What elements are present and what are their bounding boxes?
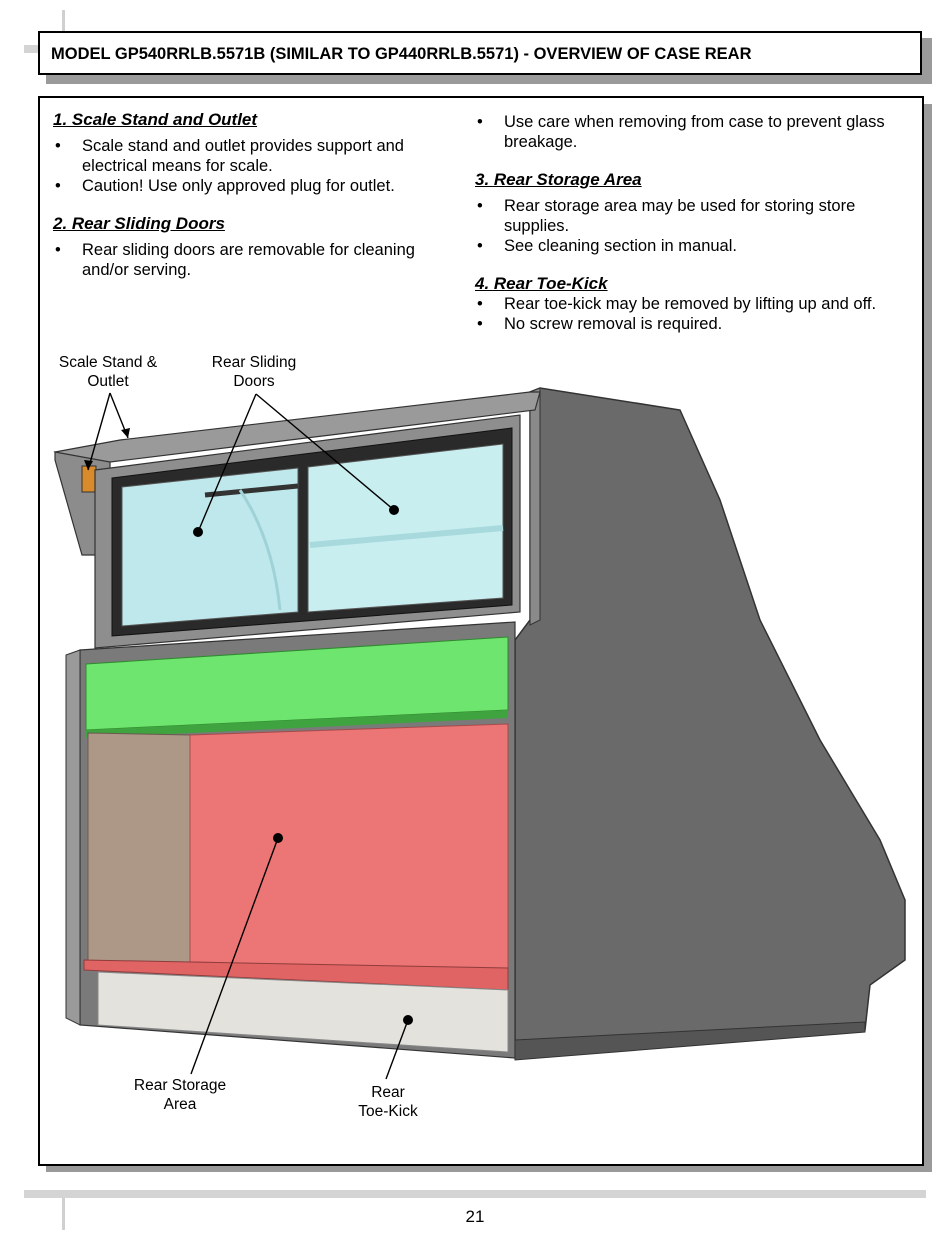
section-scale-stand: 1. Scale Stand and Outlet Scale stand an… bbox=[53, 110, 453, 196]
storage-area-red bbox=[189, 723, 509, 971]
header-rule bbox=[24, 45, 44, 53]
section-storage-area: 3. Rear Storage Area Rear storage area m… bbox=[475, 170, 920, 256]
bullet-item: Rear sliding doors are removable for cle… bbox=[53, 240, 453, 280]
bullet-list: Rear sliding doors are removable for cle… bbox=[53, 240, 453, 280]
leader-door-right bbox=[255, 393, 395, 511]
bullet-list: Rear toe-kick may be removed by lifting … bbox=[475, 294, 920, 334]
bullet-item: Caution! Use only approved plug for outl… bbox=[53, 176, 453, 196]
arrowhead-outlet bbox=[84, 460, 93, 470]
leader-toe-kick bbox=[385, 1019, 409, 1080]
storage-side-panel bbox=[87, 732, 191, 969]
leader-storage bbox=[190, 837, 279, 1075]
text-column-left: 1. Scale Stand and Outlet Scale stand an… bbox=[53, 110, 453, 280]
bullet-item: No screw removal is required. bbox=[475, 314, 920, 334]
section-heading: 2. Rear Sliding Doors bbox=[53, 214, 225, 233]
section-heading: 4. Rear Toe-Kick bbox=[475, 274, 608, 293]
outlet bbox=[81, 465, 97, 493]
sliding-door-left bbox=[121, 467, 299, 627]
page-number: 21 bbox=[465, 1207, 485, 1226]
section-heading: 1. Scale Stand and Outlet bbox=[53, 110, 258, 129]
bullet-list: Scale stand and outlet provides support … bbox=[53, 136, 453, 196]
arrowhead-stand bbox=[121, 428, 130, 438]
callout-scale-stand: Scale Stand & Outlet bbox=[58, 354, 158, 390]
bullet-item: Scale stand and outlet provides support … bbox=[53, 136, 453, 176]
bullet-item: Use care when removing from case to prev… bbox=[475, 112, 920, 152]
bullet-list: Use care when removing from case to prev… bbox=[475, 112, 920, 152]
callout-dot-storage bbox=[273, 833, 283, 843]
section-heading: 3. Rear Storage Area bbox=[475, 170, 642, 189]
footer-rule bbox=[24, 1190, 926, 1198]
text-column-right: Use care when removing from case to prev… bbox=[475, 112, 920, 334]
callout-sliding-doors: Rear Sliding Doors bbox=[211, 354, 297, 390]
margin-line-top bbox=[62, 10, 65, 38]
case-side-panel bbox=[514, 387, 906, 1059]
bullet-item: Rear toe-kick may be removed by lifting … bbox=[475, 294, 920, 314]
section-sliding-doors: 2. Rear Sliding Doors Rear sliding doors… bbox=[53, 214, 453, 280]
callout-toe-kick: Rear Toe-Kick bbox=[358, 1084, 418, 1120]
bullet-item: See cleaning section in manual. bbox=[475, 236, 920, 256]
section-toe-kick: 4. Rear Toe-Kick Rear toe-kick may be re… bbox=[475, 274, 920, 334]
sliding-door-right bbox=[307, 443, 504, 613]
callout-dot-door-left bbox=[193, 527, 203, 537]
page-title: MODEL GP540RRLB.5571B (SIMILAR TO GP440R… bbox=[38, 31, 922, 75]
leader-door-left bbox=[197, 393, 257, 533]
bullet-list: Rear storage area may be used for storin… bbox=[475, 196, 920, 256]
bullet-item: Rear storage area may be used for storin… bbox=[475, 196, 920, 236]
callout-dot-door-right bbox=[389, 505, 399, 515]
callout-dot-toe-kick bbox=[403, 1015, 413, 1025]
margin-line-bottom bbox=[62, 1190, 65, 1230]
callout-storage-area: Rear Storage Area bbox=[133, 1077, 227, 1113]
leader-scale-outlet bbox=[87, 392, 111, 471]
toe-kick bbox=[97, 971, 509, 1053]
